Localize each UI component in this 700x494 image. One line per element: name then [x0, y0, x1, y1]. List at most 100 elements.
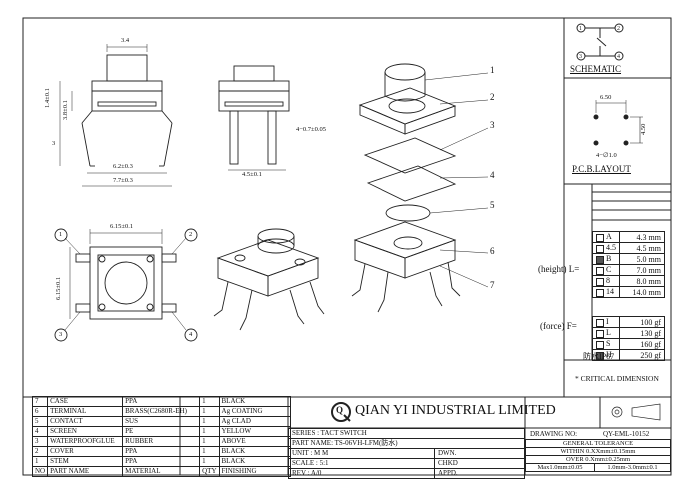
bom-qty: 1 — [199, 416, 220, 427]
front-view — [59, 44, 173, 187]
option-code-text: I — [606, 317, 609, 327]
option-code-text: 14 — [606, 287, 614, 297]
dim-plan-width: 6.15±0.1 — [110, 223, 134, 230]
unit: UNIT : M M — [288, 448, 435, 459]
option-spacer-cell — [593, 298, 665, 317]
bom-header-fin: FINISHING — [218, 466, 291, 477]
option-code: 14 — [592, 286, 620, 298]
option-value: 4.3 mm — [619, 231, 665, 243]
bom-no: 1 — [31, 456, 49, 467]
option-value-text: 14.0 — [632, 287, 647, 297]
option-checkbox — [596, 266, 604, 275]
drawing-info-table: SERIES : TACT SWITCH PART NAME: TS-06VH-… — [288, 428, 525, 479]
option-value: 5.0 mm — [619, 253, 665, 265]
tolerance-3a: Max1.0mm±0.05 — [524, 463, 596, 472]
option-value: 14.0 mm — [619, 286, 665, 298]
exploded-view — [351, 63, 489, 313]
option-code: 4.5 — [592, 242, 620, 254]
option-unit: mm — [648, 232, 661, 242]
option-value: 250 gf — [619, 349, 665, 361]
option-unit: mm — [648, 287, 661, 297]
bom-no: 3 — [31, 436, 49, 447]
dim-front-h1: 1.4±0.1 — [44, 88, 51, 108]
option-row: I 100 gf — [592, 316, 665, 328]
plan-view — [54, 228, 198, 342]
option-code-text: A — [606, 232, 612, 242]
force-label: (force) F= — [540, 321, 577, 331]
tolerance-table: GENERAL TOLERANCE WITHIN 0.XXmm±0.15mm O… — [524, 439, 671, 472]
option-checkbox — [596, 277, 604, 286]
bom-fin: BLACK — [218, 446, 291, 457]
option-value-text: 160 — [640, 339, 653, 349]
bom-mat: RUBBER — [122, 436, 201, 447]
svg-text:1: 1 — [579, 26, 582, 32]
option-code: C — [592, 264, 620, 276]
bom-fin: ABOVE — [218, 436, 291, 447]
option-checkbox — [596, 288, 604, 297]
scale: SCALE : 5:1 — [288, 458, 435, 469]
pin-3: 3 — [59, 331, 63, 338]
bom-mat: PE — [122, 426, 201, 437]
pcb-layout — [593, 100, 643, 146]
dim-front-h2: 3.8±0.1 — [62, 100, 69, 120]
callout-4: 4 — [490, 170, 495, 180]
svg-text:2: 2 — [617, 26, 620, 32]
bom-mat: PPA — [122, 456, 201, 467]
bom-name: STEM — [47, 456, 124, 467]
logo-letter: Q — [336, 405, 344, 415]
option-value-text: 100 — [640, 317, 653, 327]
pcb-dim-width: 6.50 — [600, 94, 612, 101]
company-name: QIAN YI INDUSTRIAL LIMITED — [355, 403, 556, 418]
option-code: 8 — [592, 275, 620, 287]
waterproof-rating: 防水IP67 — [583, 352, 615, 361]
option-value-text: 7.0 — [636, 265, 647, 275]
part-name: PART NAME: TS-06VH-LFM(防水) — [288, 438, 525, 449]
bom-header-qty: QTY — [199, 466, 220, 477]
pcb-hole-dim: 4−∅1.0 — [596, 152, 617, 159]
pin-1: 1 — [59, 231, 63, 238]
drawing-no: QY-EML-10152 — [603, 430, 650, 438]
appd: APPD. — [434, 468, 525, 479]
option-spacer — [593, 298, 665, 317]
callout-5: 5 — [490, 200, 495, 210]
bom-fin: BLACK — [218, 396, 291, 407]
option-value-text: 250 — [640, 350, 653, 360]
bom-no: 6 — [31, 406, 49, 417]
bom-header-mat: MATERIAL — [122, 466, 201, 477]
bom-fin: Ag CLAD — [218, 416, 291, 427]
schematic-symbol — [576, 23, 624, 61]
option-value-text: 5.0 — [636, 254, 647, 264]
dim-front-w2: 7.7±0.3 — [113, 177, 133, 184]
option-value: 7.0 mm — [619, 264, 665, 276]
bom-no: 2 — [31, 446, 49, 457]
option-row: 14 14.0 mm — [592, 286, 665, 298]
dim-top-width: 3.4 — [121, 37, 130, 44]
side-view — [218, 65, 290, 171]
isometric-view — [213, 228, 325, 331]
pin-2: 2 — [189, 231, 193, 238]
callout-3: 3 — [490, 120, 495, 130]
dim-front-w1: 6.2±0.3 — [113, 163, 133, 170]
bom-name: TERMINAL — [47, 406, 124, 417]
option-value-text: 4.5 — [636, 243, 647, 253]
height-label: (height) L= — [538, 264, 580, 274]
option-unit: gf — [654, 317, 661, 327]
company-logo — [331, 402, 351, 422]
bom-name: CONTACT — [47, 416, 124, 427]
option-checkbox — [596, 351, 604, 360]
option-code: I — [592, 316, 620, 328]
option-code-text: L — [606, 328, 611, 338]
option-value: 160 gf — [619, 338, 665, 350]
